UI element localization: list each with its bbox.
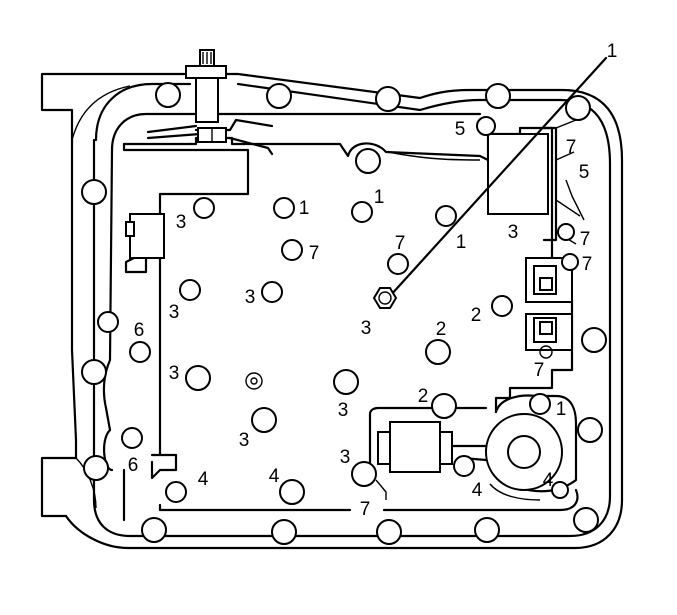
callout-label: 7 — [395, 233, 406, 254]
plate-bolt-holes — [121, 116, 579, 505]
leader-line — [388, 56, 608, 298]
callout-label: 3 — [176, 212, 187, 233]
callout-label: 4 — [198, 469, 209, 490]
left-solenoid — [124, 213, 178, 480]
callout-label: 7 — [534, 360, 545, 381]
accumulator — [484, 394, 578, 501]
center-solenoid — [368, 406, 488, 500]
callout-label: 7 — [580, 229, 591, 250]
callout-label: 3 — [361, 318, 372, 339]
callout-label: 3 — [169, 363, 180, 384]
callout-label: 4 — [543, 470, 554, 491]
callout-label: 3 — [245, 287, 256, 308]
callout-label: 3 — [239, 430, 250, 451]
callout-label: 3 — [169, 302, 180, 323]
right-solenoid-assembly — [487, 119, 585, 359]
callout-label: 2 — [418, 386, 429, 407]
callout-label: 7 — [582, 254, 593, 275]
callout-label: 1 — [299, 198, 310, 219]
callout-label: 1 — [607, 41, 618, 62]
callout-label: 4 — [269, 466, 280, 487]
callout-label: 1 — [374, 187, 385, 208]
callout-label: 7 — [360, 499, 371, 520]
case-outline — [40, 72, 624, 550]
callout-label: 5 — [579, 162, 590, 183]
callout-label: 1 — [556, 399, 567, 420]
callout-label: 6 — [128, 455, 139, 476]
callout-label: 7 — [309, 243, 320, 264]
highlighted-bolt — [372, 56, 608, 309]
callout-label: 7 — [566, 137, 577, 158]
callout-label: 3 — [508, 222, 519, 243]
flange-bolts — [81, 82, 607, 545]
callout-label: 2 — [471, 305, 482, 326]
callout-label: 3 — [338, 400, 349, 421]
callout-label: 1 — [456, 232, 467, 253]
callout-label: 2 — [436, 319, 447, 340]
detent-target — [245, 372, 263, 390]
callout-label: 3 — [340, 447, 351, 468]
callout-label: 5 — [455, 119, 466, 140]
manual-shaft — [146, 49, 274, 156]
callout-label: 4 — [472, 480, 483, 501]
callout-label: 6 — [134, 320, 145, 341]
